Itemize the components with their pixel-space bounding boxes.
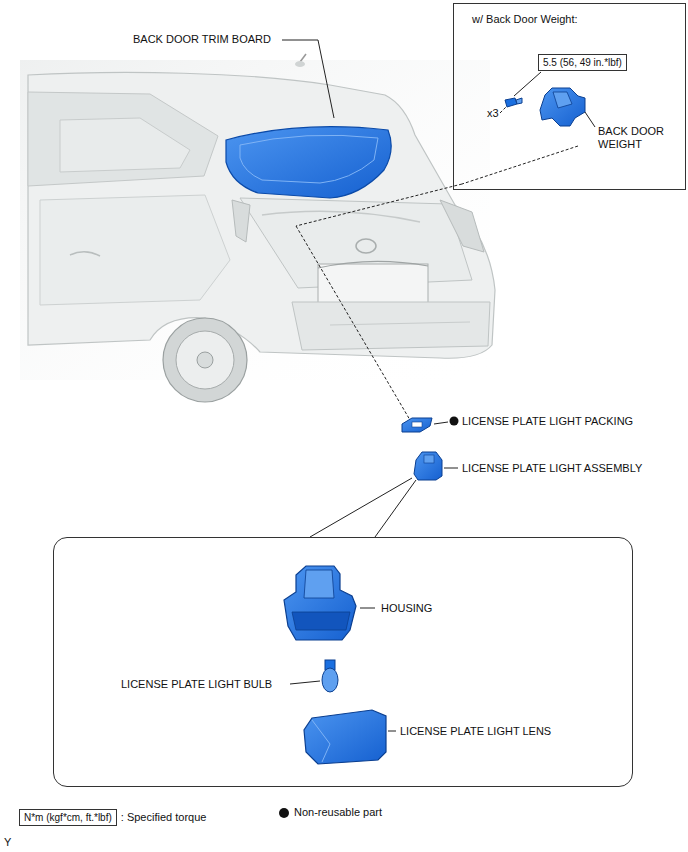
non-reusable-dot [278,807,290,819]
figure-code: Y [4,836,11,849]
part-name: LICENSE PLATE LIGHT PACKING [462,415,633,428]
part-name: LICENSE PLATE LIGHT LENS [400,725,551,738]
quantity: x3 [487,107,499,120]
part-name: N*m (kgf*cm, ft.*lbf) [24,811,112,824]
legend-text: : Specified torque [121,811,207,824]
legend-text: Non-reusable part [294,806,382,819]
part-name: HOUSING [381,602,432,615]
detail-panel: HOUSING LICENSE PLATE LIGHT BULB LICENSE P… [53,537,633,787]
dot-mark [279,808,289,818]
part-name: BACK DOOR WEIGHT [598,125,673,151]
part-name: 5.5 (56, 49 in.*lbf) [543,56,622,69]
inset-heading: w/ Back Door Weight: [472,13,578,26]
torque-legend-box: N*m (kgf*cm, ft.*lbf) [19,809,117,826]
part-name: LICENSE PLATE LIGHT BULB [121,678,272,691]
part-name: BACK DOOR TRIM BOARD [133,33,271,46]
torque-box: 5.5 (56, 49 in.*lbf) [538,54,627,71]
inset-panel: w/ Back Door Weight: 5.5 (56, 49 in.*lbf) [453,3,686,190]
part-name: LICENSE PLATE LIGHT ASSEMBLY [462,462,642,475]
